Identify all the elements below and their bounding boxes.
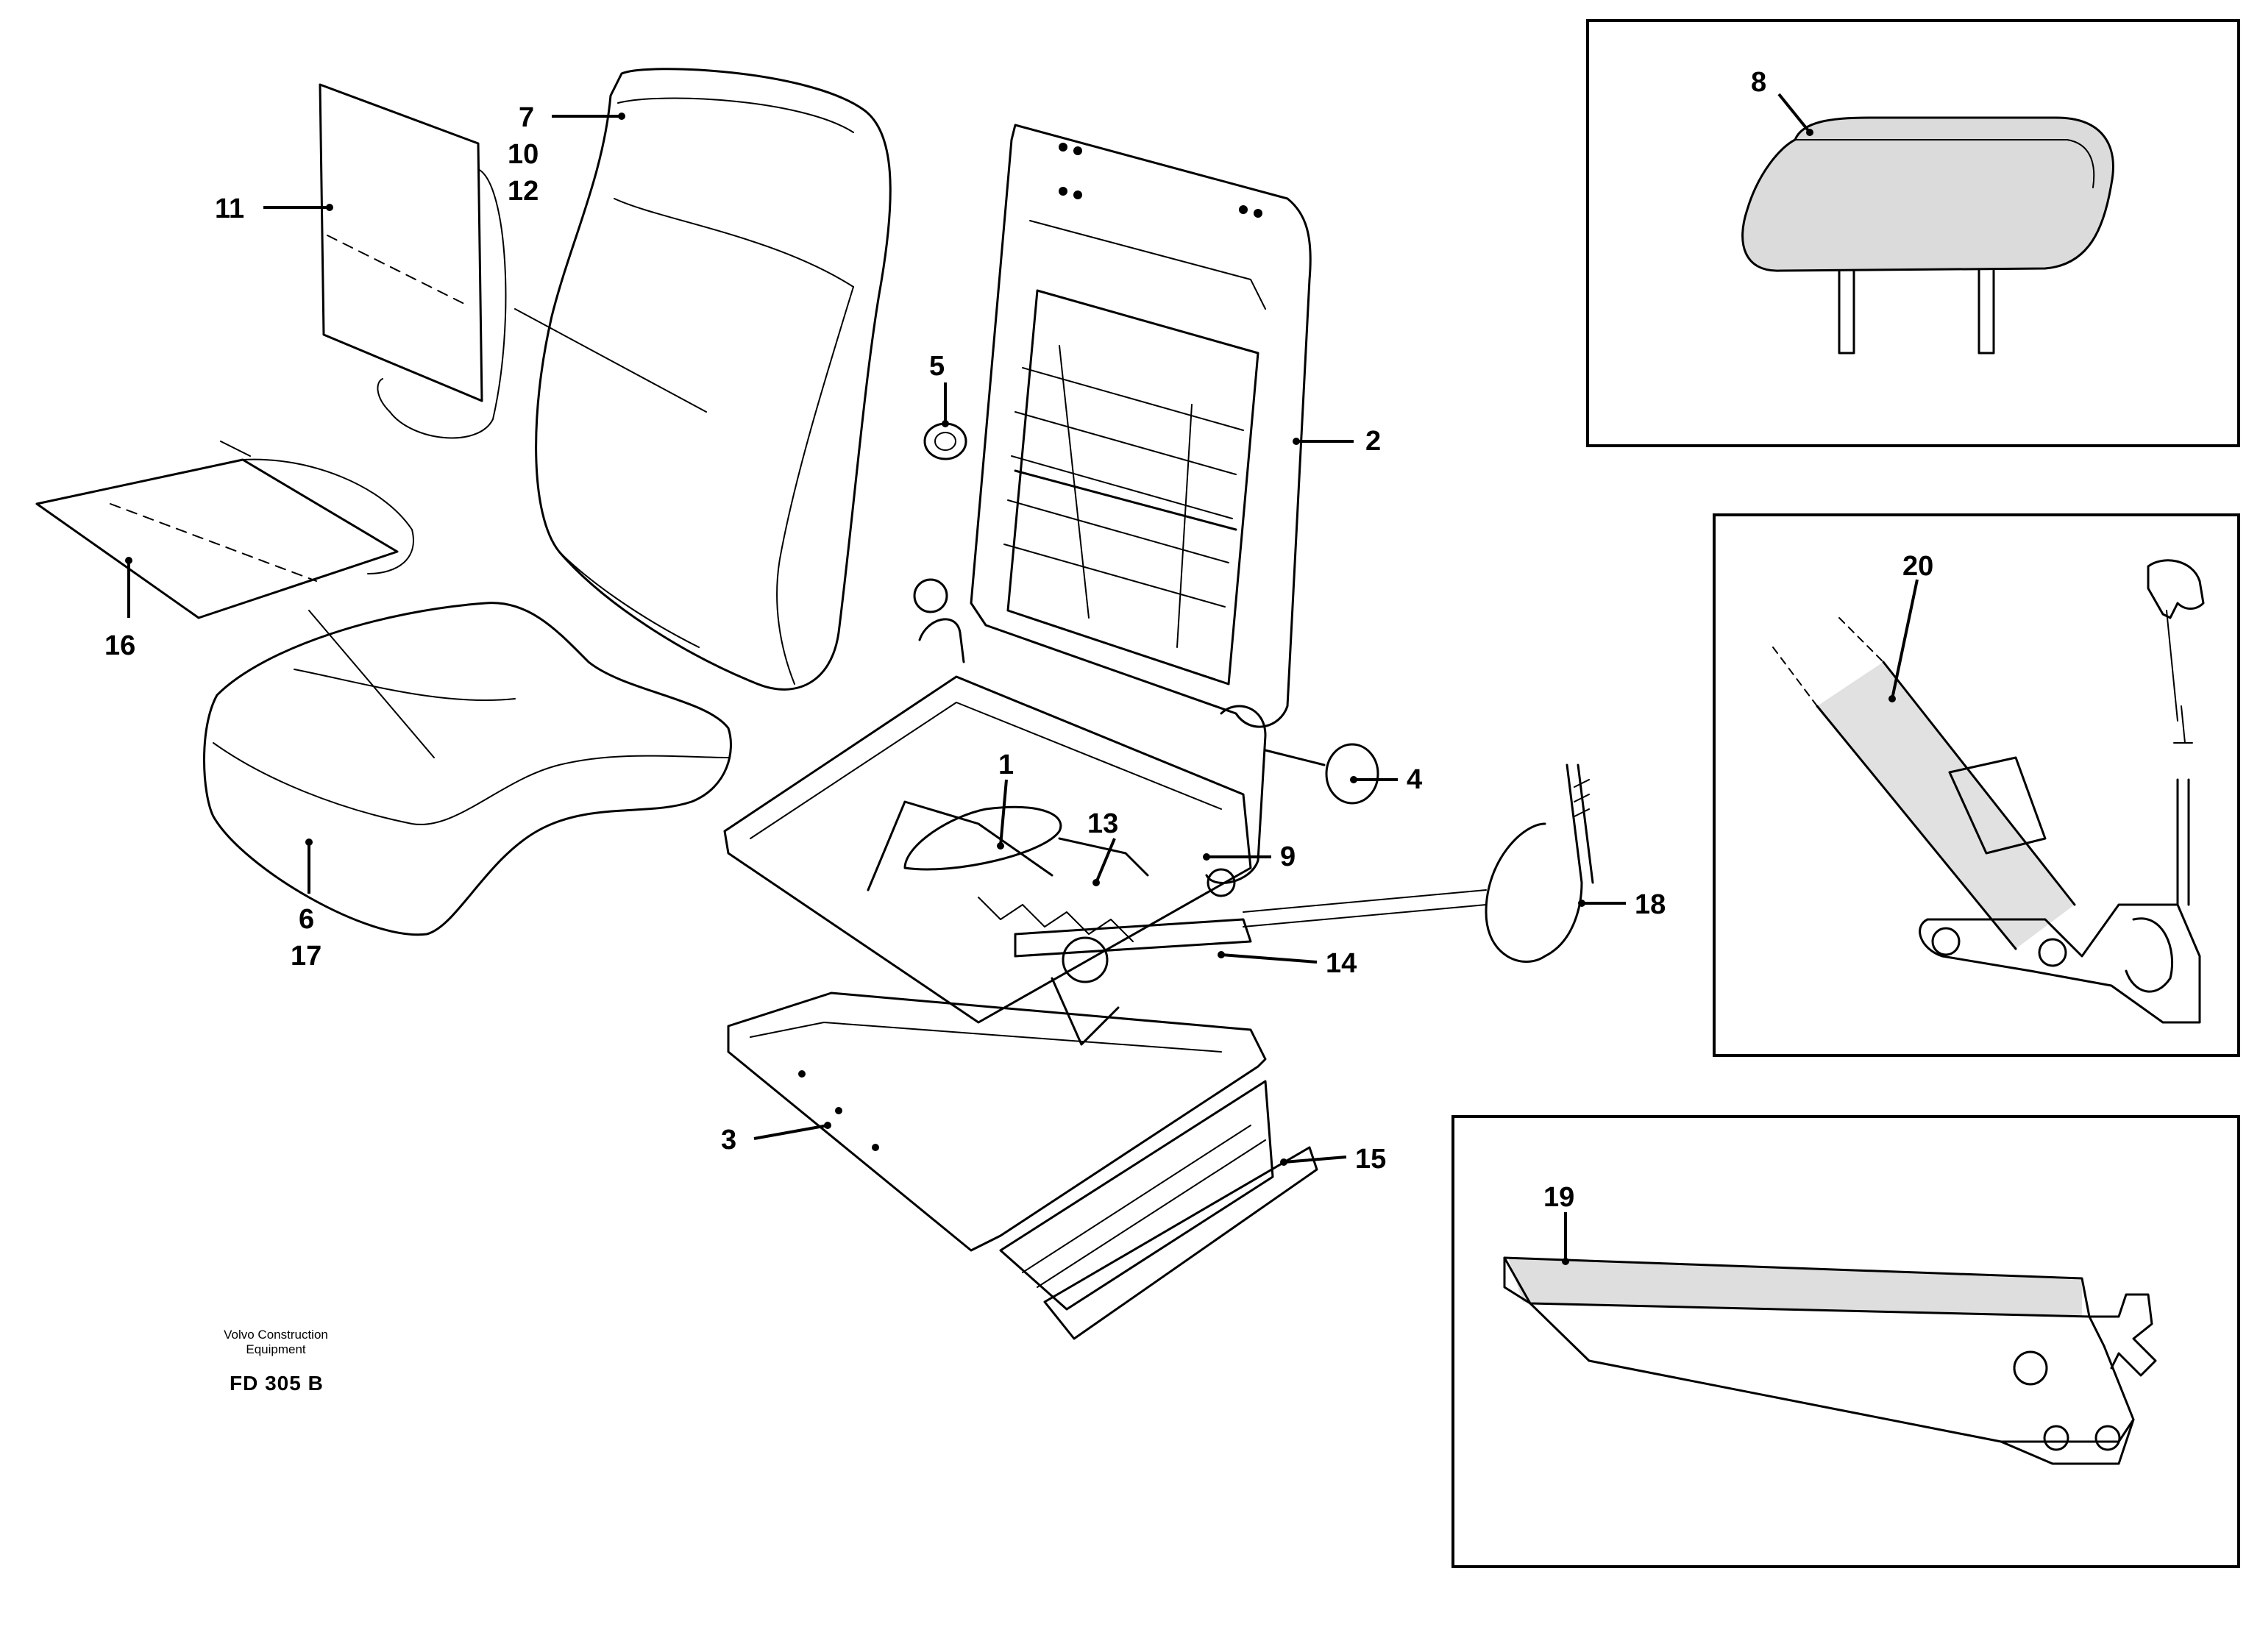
callout-4: 4 xyxy=(1407,764,1422,795)
backrest-cover-drawing xyxy=(319,83,507,439)
seatbelt-inset-frame xyxy=(1713,513,2240,1057)
seat-cover-drawing xyxy=(35,441,414,619)
callout-1: 1 xyxy=(998,750,1014,780)
company-name-line2: Equipment xyxy=(246,1342,306,1356)
seat-base-drawing xyxy=(723,578,1267,1046)
backrest-cushion-drawing xyxy=(514,68,892,691)
leader-lines xyxy=(125,93,1919,1265)
company-name-line1: Volvo Construction xyxy=(224,1328,328,1342)
rails-drawing xyxy=(727,991,1318,1340)
callout-5: 5 xyxy=(929,351,945,382)
drawing-code: FD 305 B xyxy=(230,1372,324,1395)
callout-7: 7 xyxy=(519,102,534,133)
callout-12: 12 xyxy=(508,176,539,207)
callout-11: 11 xyxy=(215,193,244,224)
callout-17: 17 xyxy=(291,941,321,972)
callout-14: 14 xyxy=(1326,948,1357,979)
callout-9: 9 xyxy=(1280,841,1296,872)
callout-2: 2 xyxy=(1365,426,1381,457)
backrest-frame-drawing xyxy=(970,124,1312,728)
callout-16: 16 xyxy=(104,630,135,661)
callout-8: 8 xyxy=(1751,67,1766,98)
callout-10: 10 xyxy=(508,139,539,170)
headrest-inset-frame xyxy=(1586,19,2240,447)
headrest-drawing xyxy=(1741,116,2114,355)
armrest-inset-frame xyxy=(1451,1115,2240,1568)
callout-13: 13 xyxy=(1087,808,1118,839)
cable-tie-drawing xyxy=(1243,763,1594,963)
adjuster-knob-drawing xyxy=(923,422,967,460)
callout-15: 15 xyxy=(1355,1144,1386,1175)
callout-3: 3 xyxy=(721,1125,736,1156)
seat-cushion-drawing xyxy=(203,602,732,936)
callout-18: 18 xyxy=(1635,889,1666,920)
callout-20: 20 xyxy=(1902,551,1933,582)
armrest-drawing xyxy=(1503,1256,2157,1465)
seatbelt-buckle-drawing xyxy=(1772,559,2205,1024)
callout-6: 6 xyxy=(299,904,314,935)
callout-19: 19 xyxy=(1543,1182,1574,1213)
backrest-knob-drawing xyxy=(1264,743,1379,805)
